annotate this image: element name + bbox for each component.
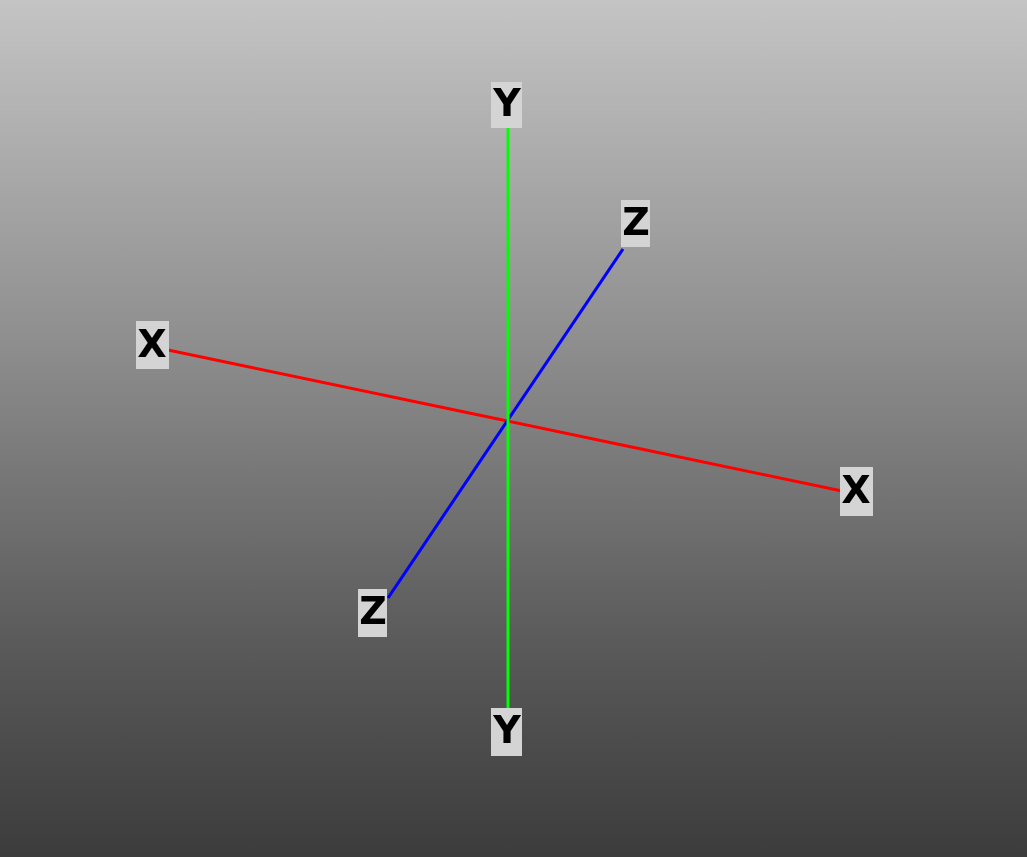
x-axis-label-negative: X: [136, 321, 169, 369]
z-axis-label-negative-text: Z: [359, 589, 387, 633]
x-axis-label-positive: X: [840, 467, 873, 516]
y-axis-label-bottom: Y: [491, 708, 522, 756]
z-axis-label-negative: Z: [358, 589, 387, 637]
z-axis-label-positive: Z: [621, 200, 650, 247]
z-axis-label-positive-text: Z: [622, 200, 650, 244]
y-axis-label-bottom-text: Y: [492, 708, 521, 752]
x-axis-line: [167, 348, 843, 493]
x-axis-label-positive-text: X: [841, 468, 870, 512]
x-axis-label-negative-text: X: [137, 322, 166, 366]
y-axis-label-top: Y: [491, 81, 522, 128]
y-axis-label-top-text: Y: [492, 81, 521, 125]
z-axis-line: [386, 248, 625, 599]
